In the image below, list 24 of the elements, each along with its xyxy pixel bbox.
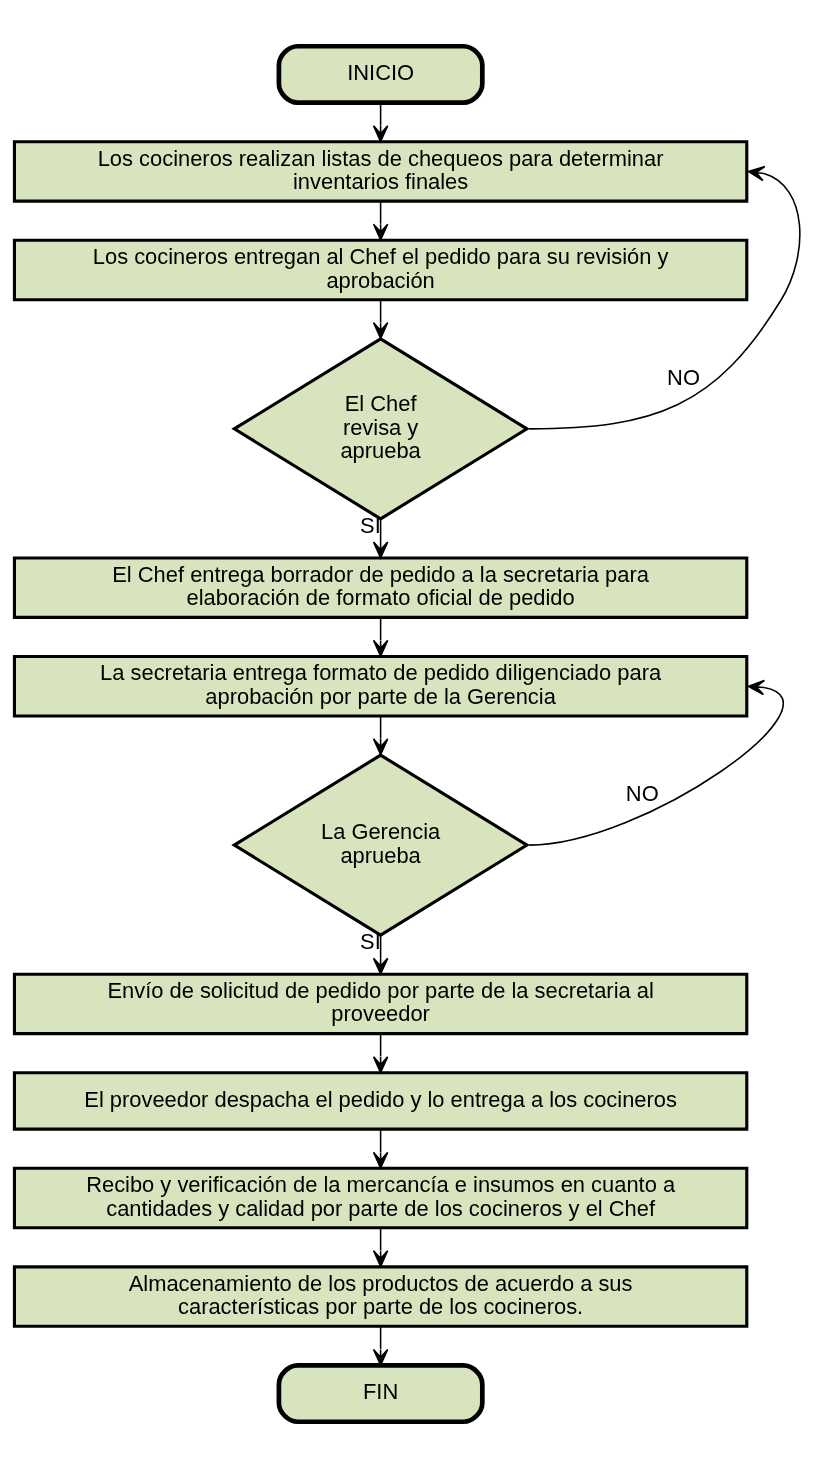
- node-box: Los cocineros entregan al Chef el pedido para su revisión y aprobación: [12, 238, 749, 302]
- arrow: [372, 617, 389, 657]
- arrow: [372, 1128, 389, 1169]
- node-box: El proveedor despacha el pedido y lo entrega a los cocineros: [12, 1071, 749, 1131]
- node-box: Recibo y verificación de la mercancía e insumos en cuanto a cantidades y calidad por parte de los cocineros y el Chef: [12, 1166, 749, 1230]
- edge-label: NO: [625, 781, 659, 807]
- node-box: El Chef entrega borrador de pedido a la secretaria para elaboración de formato oficial de pedido: [12, 556, 749, 619]
- node-box: INICIO: [276, 43, 485, 105]
- node-box: Almacenamiento de los productos de acuerdo a sus características por parte de los cocineros.: [12, 1265, 749, 1328]
- node-box: La secretaria entrega formato de pedido diligenciado para aprobación por parte de la Gerencia: [12, 654, 749, 718]
- arrow: [372, 1325, 389, 1366]
- arrow: [528, 165, 801, 430]
- node-box: Envío de solicitud de pedido por parte de la secretaria al proveedor: [12, 972, 749, 1036]
- arrow: [372, 1032, 389, 1074]
- edge-label: NO: [667, 365, 700, 391]
- arrow: [528, 679, 785, 846]
- arrow: [372, 200, 389, 241]
- arrow: [372, 934, 389, 975]
- arrow: [372, 299, 389, 340]
- node-box: Los cocineros realizan listas de chequeos para determinar inventarios finales: [12, 140, 749, 203]
- arrow: [372, 518, 389, 559]
- arrow: [372, 715, 389, 756]
- node-box: FIN: [276, 1363, 485, 1425]
- arrow: [372, 1227, 389, 1268]
